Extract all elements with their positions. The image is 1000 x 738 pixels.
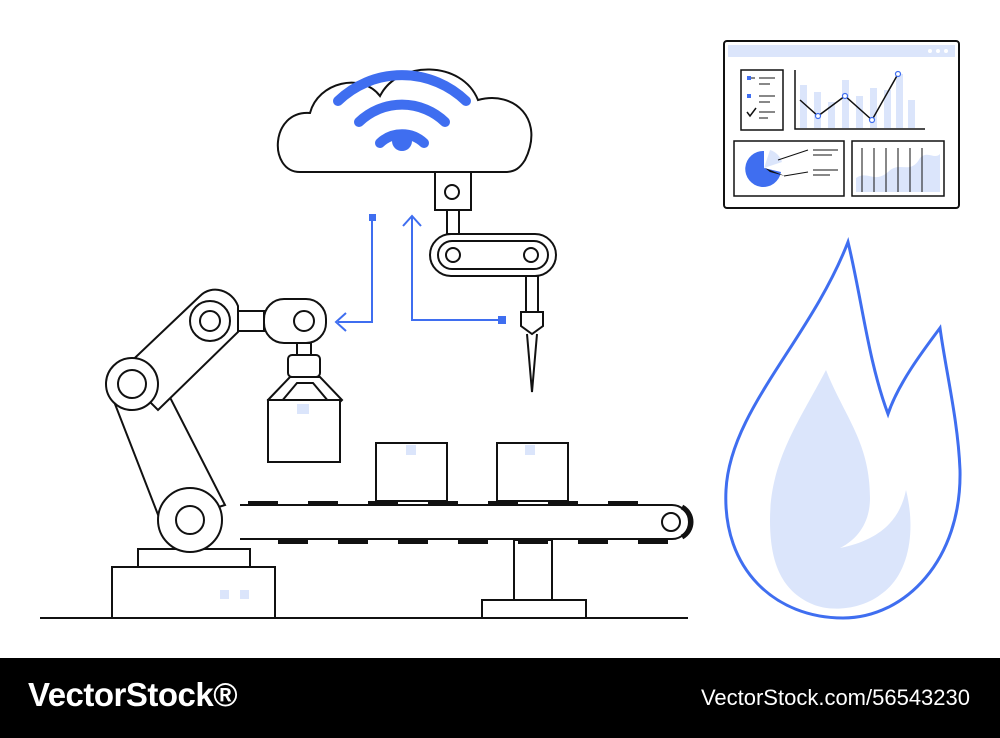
brand-logo: VectorStock® [28, 676, 238, 713]
flame-icon [724, 236, 962, 620]
image-id-text: VectorStock.com/56543230 [700, 685, 970, 710]
illustration-scene [40, 40, 962, 620]
dashboard-icon [723, 40, 960, 209]
cloud-wifi-icon [276, 68, 533, 173]
data-flow-arrows [334, 214, 506, 332]
overhead-arm-icon [429, 171, 557, 393]
conveyor-belt-icon [40, 442, 694, 619]
watermark-footer: VectorStock® VectorStock.com/56543230 [0, 658, 1000, 738]
robotic-arm-icon [105, 288, 344, 619]
